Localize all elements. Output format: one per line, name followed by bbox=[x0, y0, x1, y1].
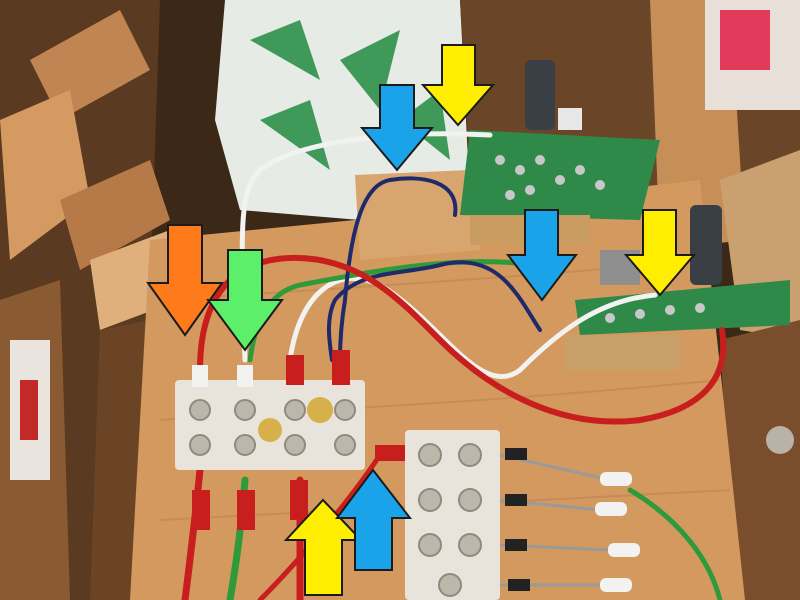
arrow-blue-down bbox=[505, 209, 579, 302]
arrow-yellow-down bbox=[623, 209, 697, 297]
arrow-blue-down bbox=[359, 84, 435, 172]
arrow-blue-up bbox=[335, 468, 413, 571]
left-terminal-block bbox=[175, 350, 365, 530]
arrow-orange-down bbox=[146, 224, 224, 337]
annotation-arrows bbox=[146, 44, 697, 596]
right-terminal-block bbox=[375, 430, 500, 600]
arrow-green-down bbox=[206, 249, 284, 352]
white-wire bbox=[287, 275, 658, 379]
arrow-yellow-down bbox=[420, 44, 496, 127]
green-wire bbox=[627, 487, 723, 600]
diodes bbox=[499, 448, 640, 592]
background-plastic-bag bbox=[215, 0, 470, 220]
lower-pcb bbox=[565, 205, 790, 370]
navy-wire bbox=[327, 260, 542, 362]
red-wire bbox=[181, 466, 204, 600]
navy-wire bbox=[338, 176, 458, 362]
main-wood-board bbox=[130, 180, 745, 600]
